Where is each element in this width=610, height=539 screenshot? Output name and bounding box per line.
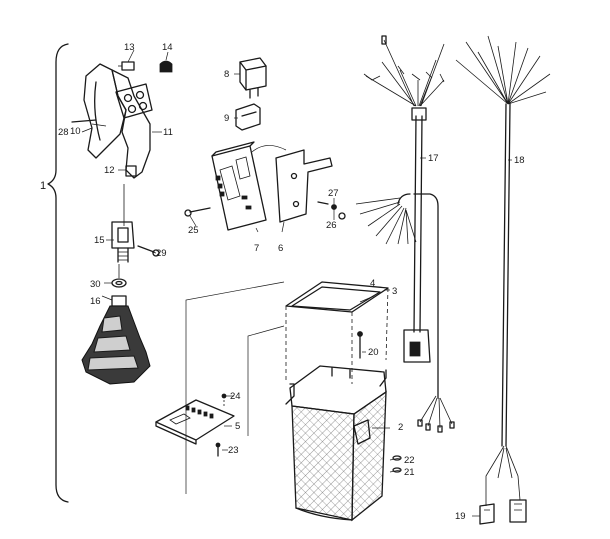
- label-26: 26: [326, 220, 337, 231]
- part-labels: 1 2 3 4 5 6 7 8 9 10 11 12 13 14 15 16 1…: [40, 42, 525, 522]
- label-11: 11: [163, 127, 173, 138]
- label-14: 14: [162, 42, 173, 53]
- frame-gasket: [285, 281, 389, 384]
- label-23: 23: [228, 445, 239, 456]
- cable-harness-17: [355, 35, 455, 433]
- assembly-bracket: [47, 43, 69, 503]
- cable-harness-18: [455, 35, 551, 525]
- label-25: 25: [188, 225, 199, 236]
- lever-shaft-and-boot: [81, 184, 160, 385]
- control-board-assembly: [184, 141, 346, 231]
- label-6: 6: [278, 243, 283, 254]
- label-3: 3: [392, 286, 397, 297]
- mesh-housing-box: [285, 365, 387, 522]
- label-1: 1: [40, 180, 46, 192]
- label-18: 18: [514, 155, 525, 166]
- label-10: 10: [70, 126, 81, 137]
- label-13: 13: [124, 42, 135, 53]
- label-12: 12: [104, 165, 115, 176]
- label-30: 30: [90, 279, 101, 290]
- label-27: 27: [328, 188, 339, 199]
- circuit-board: [155, 393, 235, 457]
- label-28: 28: [58, 127, 69, 138]
- label-19: 19: [455, 511, 466, 522]
- label-21: 21: [404, 467, 415, 478]
- fasteners-21-22: [392, 455, 402, 473]
- label-4: 4: [370, 278, 375, 289]
- dashed-assembly-outline: [185, 281, 285, 494]
- label-2: 2: [398, 422, 403, 433]
- label-22: 22: [404, 455, 415, 466]
- label-5: 5: [235, 421, 240, 432]
- label-8: 8: [224, 69, 229, 80]
- label-7: 7: [254, 243, 259, 254]
- label-17: 17: [428, 153, 439, 164]
- leader-lines: [81, 49, 512, 517]
- label-20: 20: [368, 347, 379, 358]
- label-29: 29: [156, 248, 167, 259]
- relay-and-bracket: [235, 57, 267, 131]
- label-9: 9: [224, 113, 229, 124]
- label-24: 24: [230, 391, 241, 402]
- label-15: 15: [94, 235, 105, 246]
- label-16: 16: [90, 296, 101, 307]
- shift-lever-housing: [71, 60, 173, 179]
